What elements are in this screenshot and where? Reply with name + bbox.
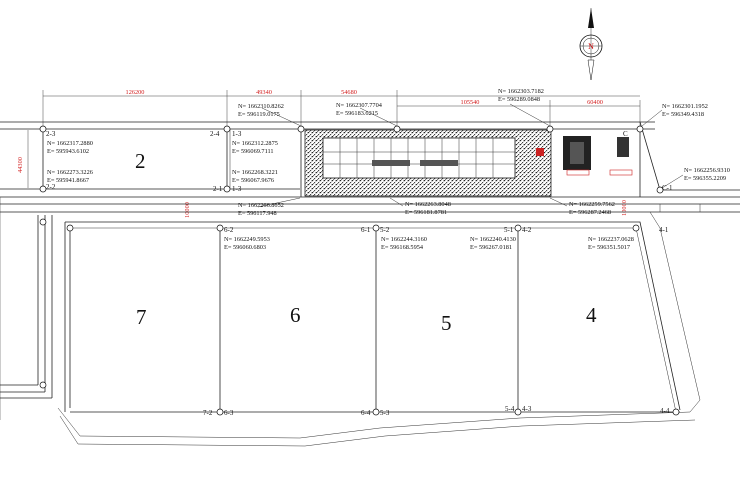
coord-2-2-n: N= 1662273.3226 [47, 169, 93, 176]
coord-1-3-bottom: N= 1662268.3221 E= 596067.9676 [232, 169, 278, 184]
coord-top-3-n: N= 1662303.7182 [498, 88, 544, 95]
dim-126200: 126200 [126, 89, 145, 96]
compass-letter: N [588, 42, 594, 51]
coord-4-2-n: N= 1662240.4130 [470, 236, 516, 243]
point-label-4-2: 4-2 [522, 226, 532, 234]
coord-top-3: N= 1662303.7182 E= 596289.0848 [498, 88, 544, 103]
dim-10000-b: 10000 [621, 200, 628, 216]
point-label-5-2: 5-2 [380, 226, 390, 234]
coord-road-2: N= 1662263.8048 E= 596181.8781 [405, 201, 451, 216]
leader-lines [257, 103, 684, 208]
plot-4-label: 4 [586, 303, 597, 327]
dim-54680: 54680 [341, 89, 357, 96]
coord-road-1-n: N= 1662266.8652 [238, 202, 284, 209]
coord-1-3-top: N= 1662312.2875 E= 596069.7111 [232, 140, 278, 155]
coord-4-2-e: E= 596267.0181 [470, 244, 512, 251]
plot-7-label: 7 [136, 305, 147, 329]
north-arrow-icon: N [579, 8, 603, 81]
coord-top-2-e: E= 596183.6215 [336, 110, 378, 117]
point-label-2-2: 2-2 [46, 183, 56, 191]
plot-2-label: 2 [135, 149, 146, 173]
coord-2-3-n: N= 1662317.2880 [47, 140, 93, 147]
coord-5-2-n: N= 1662244.3160 [381, 236, 427, 243]
coord-5-2: N= 1662244.3160 E= 596168.5954 [381, 236, 427, 251]
point-label-7-2: 7-2 [203, 409, 213, 417]
dim-105540: 105540 [461, 99, 480, 106]
point-label-4-3: 4-3 [522, 405, 532, 413]
coord-2-2: N= 1662273.3226 E= 595941.8667 [47, 169, 93, 184]
dim-49340: 49340 [256, 89, 272, 96]
coord-top-1-e: E= 596119.0175 [238, 111, 280, 118]
coord-top-3-e: E= 596289.0848 [498, 96, 540, 103]
dim-60400: 60400 [587, 99, 603, 106]
coord-1-3-top-e: E= 596069.7111 [232, 148, 274, 155]
point-label-1-3-top: 1-3 [232, 130, 242, 138]
coord-top-4-n: N= 1662301.1952 [662, 103, 708, 110]
coord-road-3-n: N= 1662259.7562 [569, 201, 615, 208]
plot-6-label: 6 [290, 303, 301, 327]
coord-1-3-bottom-e: E= 596067.9676 [232, 177, 274, 184]
point-label-2-1: 2-1 [213, 185, 223, 193]
point-label-4-1: 4-1 [659, 226, 669, 234]
coord-6-2-e: E= 596060.6803 [224, 244, 266, 251]
coord-2-3: N= 1662317.2880 E= 595943.6102 [47, 140, 93, 155]
coord-6-2-n: N= 1662249.5953 [224, 236, 270, 243]
survey-points [39, 125, 680, 416]
point-label-c-1: C-1 [662, 184, 673, 192]
point-label-6-2: 6-2 [224, 226, 234, 234]
point-label-6-3: 6-3 [224, 409, 234, 417]
coord-c-1-n: N= 1662256.9310 [684, 167, 730, 174]
plot-5-label: 5 [441, 311, 452, 335]
coord-road-3-e: E= 596287.2468 [569, 209, 611, 216]
coord-top-2: N= 1662307.7704 E= 596183.6215 [336, 102, 383, 117]
point-label-5-3: 5-3 [380, 409, 390, 417]
coord-4-1-e: E= 596351.5017 [588, 244, 630, 251]
coord-4-1-n: N= 1662237.0628 [588, 236, 634, 243]
coord-road-3: N= 1662259.7562 E= 596287.2468 [569, 201, 615, 216]
coord-1-3-bottom-n: N= 1662268.3221 [232, 169, 278, 176]
point-label-5-1: 5-1 [504, 226, 514, 234]
point-label-c: C [623, 130, 628, 138]
dimension-line-top: 126200 49340 54680 105540 60400 44300 10… [17, 89, 641, 218]
coord-top-1-n: N= 1662310.8262 [238, 103, 284, 110]
point-label-2-4: 2-4 [210, 130, 220, 138]
coord-top-4-e: E= 596349.4318 [662, 111, 704, 118]
point-label-5-4: 5-4 [505, 405, 515, 413]
point-label-4-4: 4-4 [660, 407, 670, 415]
coord-road-2-e: E= 596181.8781 [405, 209, 447, 216]
dim-44300: 44300 [17, 157, 24, 173]
facility-block [304, 129, 633, 197]
coord-top-4: N= 1662301.1952 E= 596349.4318 [662, 103, 708, 118]
coord-4-2: N= 1662240.4130 E= 596267.0181 [470, 236, 516, 251]
point-label-1-3-bottom: 1-3 [232, 185, 242, 193]
coord-2-3-e: E= 595943.6102 [47, 148, 89, 155]
coord-road-2-n: N= 1662263.8048 [405, 201, 451, 208]
upper-band [0, 121, 740, 213]
coord-2-2-e: E= 595941.8667 [47, 177, 89, 184]
coord-top-2-n: N= 1662307.7704 [336, 102, 383, 109]
point-label-2-3: 2-3 [46, 130, 56, 138]
coord-1-3-top-n: N= 1662312.2875 [232, 140, 278, 147]
dim-10000-a: 10000 [184, 202, 191, 218]
coord-road-1-e: E= 596117.948 [238, 210, 277, 217]
coord-road-1: N= 1662266.8652 E= 596117.948 [238, 202, 284, 217]
coord-top-1: N= 1662310.8262 E= 596119.0175 [238, 103, 284, 118]
coord-c-1: N= 1662256.9310 E= 596355.2209 [684, 167, 730, 182]
coord-5-2-e: E= 596168.5954 [381, 244, 424, 251]
coord-6-2: N= 1662249.5953 E= 596060.6803 [224, 236, 270, 251]
coord-4-1: N= 1662237.0628 E= 596351.5017 [588, 236, 634, 251]
coord-c-1-e: E= 596355.2209 [684, 175, 726, 182]
point-label-6-1: 6-1 [361, 226, 371, 234]
point-label-6-4: 6-4 [361, 409, 371, 417]
